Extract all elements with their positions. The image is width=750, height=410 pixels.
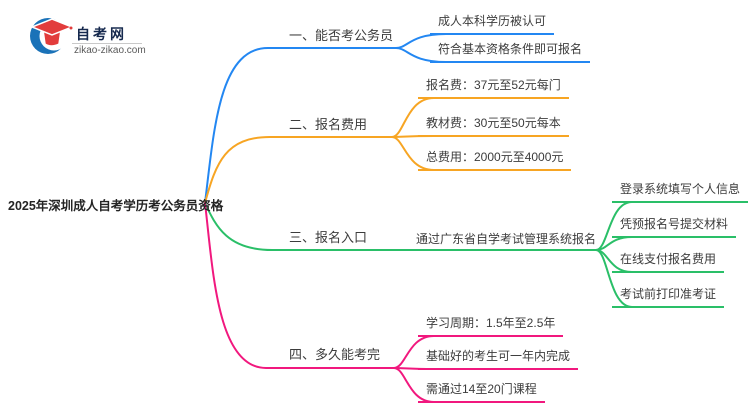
site-url: zikao-zikao.com	[74, 45, 146, 56]
graduation-cap-icon	[29, 18, 74, 54]
branch-1-child-2: 符合基本资格条件即可报名	[430, 42, 591, 63]
branch-2-child-2: 教材费：30元至50元每本	[418, 116, 569, 137]
logo-divider	[72, 43, 142, 44]
branch-3-subtopic: 通过广东省自学考试管理系统报名	[416, 232, 597, 246]
branch-2-child-1: 报名费：37元至52元每门	[418, 78, 569, 99]
branch-2-label: 二、报名费用	[289, 117, 368, 132]
central-topic: 2025年深圳成人自考学历考公务员资格	[8, 199, 224, 213]
branch-2-child-3: 总费用：2000元至4000元	[418, 150, 572, 171]
branch-1-child-1: 成人本科学历被认可	[430, 14, 555, 35]
site-name: 自考网	[76, 26, 127, 42]
branch-3-child-2: 凭预报名号提交材料	[612, 217, 737, 238]
branch-3-child-1: 登录系统填写个人信息	[612, 182, 749, 203]
branch-4-child-2: 基础好的考生可一年内完成	[418, 349, 579, 370]
site-logo[interactable]: 自考网 zikao-zikao.com	[28, 12, 178, 62]
branch-3-label: 三、报名入口	[289, 230, 368, 245]
branch-1-label: 一、能否考公务员	[289, 28, 394, 43]
branch-3-child-3: 在线支付报名费用	[612, 252, 725, 273]
branch-4-child-1: 学习周期：1.5年至2.5年	[418, 316, 564, 337]
branch-4-label: 四、多久能考完	[289, 347, 381, 362]
branch-4-child-3: 需通过14至20门课程	[418, 382, 545, 403]
branch-3-child-4: 考试前打印准考证	[612, 287, 725, 308]
